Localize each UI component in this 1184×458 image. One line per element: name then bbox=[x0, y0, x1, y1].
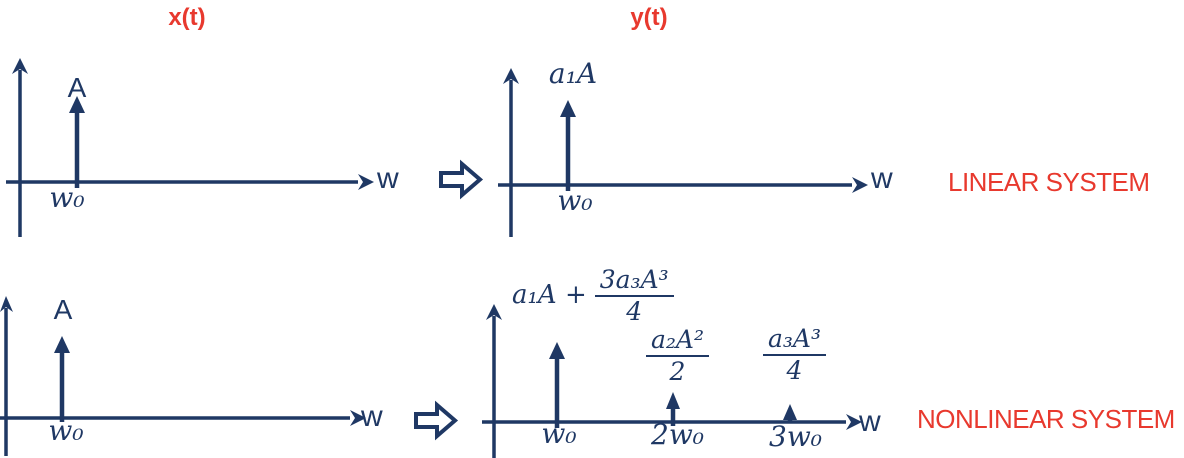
impulse-arrowhead-icon bbox=[560, 100, 576, 117]
plot-input-linear bbox=[6, 58, 374, 237]
y-axis-arrowhead-icon bbox=[12, 58, 28, 74]
transform-arrow-top bbox=[439, 159, 484, 200]
impulse-position-label: w₀ bbox=[541, 417, 577, 450]
y-axis-arrowhead-icon bbox=[503, 68, 519, 84]
input-signal-title: x(t) bbox=[168, 4, 206, 31]
frequency-axis-label: w bbox=[361, 400, 383, 433]
impulse-amplitude-label: A bbox=[53, 294, 73, 325]
impulse-position-label: w₀ bbox=[49, 181, 85, 214]
linear-system-label: LINEAR SYSTEM bbox=[948, 167, 1150, 197]
output-signal-title: y(t) bbox=[630, 4, 668, 31]
nonlinear-system-label: NONLINEAR SYSTEM bbox=[917, 404, 1175, 434]
fraction-numerator: a₃A³ bbox=[763, 326, 827, 356]
impulse-position-label: 3w₀ bbox=[769, 420, 823, 453]
impulse-arrowhead-icon bbox=[666, 392, 680, 409]
impulse-amplitude-expression: a₁A + 3a₃A³ 4 bbox=[512, 264, 674, 326]
x-axis-arrowhead-icon bbox=[350, 410, 366, 426]
x-axis-arrowhead-icon bbox=[852, 177, 868, 193]
fraction-numerator: a₂A² bbox=[646, 327, 710, 357]
impulse-position-label: 2w₀ bbox=[651, 418, 705, 451]
right-block-arrow-icon bbox=[414, 400, 459, 441]
fraction-denominator: 4 bbox=[626, 296, 643, 326]
fraction-denominator: 4 bbox=[786, 356, 803, 385]
x-axis-arrowhead-icon bbox=[358, 174, 374, 190]
transform-arrow-bottom bbox=[414, 400, 459, 441]
x-axis-arrowhead-icon bbox=[846, 414, 862, 430]
impulse-arrowhead-icon bbox=[783, 404, 797, 420]
fraction-denominator: 2 bbox=[669, 357, 686, 386]
right-block-arrow-icon bbox=[439, 159, 484, 200]
impulse-amplitude-fraction: a₃A³ 4 bbox=[763, 326, 827, 385]
impulse-position-label: w₀ bbox=[48, 414, 84, 447]
y-axis-arrowhead-icon bbox=[0, 296, 13, 312]
fraction-numerator: 3a₃A³ bbox=[594, 267, 674, 297]
frequency-axis-label: w bbox=[871, 162, 893, 195]
plot-output-nonlinear bbox=[482, 304, 862, 458]
impulse-arrowhead-icon bbox=[69, 96, 85, 113]
frequency-axis-label: w bbox=[377, 162, 399, 195]
impulse-arrowhead-icon bbox=[54, 336, 70, 353]
y-axis-arrowhead-icon bbox=[486, 304, 502, 320]
amplitude-fraction: 3a₃A³ 4 bbox=[594, 267, 674, 326]
plot-output-linear bbox=[498, 68, 868, 237]
impulse-position-label: w₀ bbox=[557, 184, 593, 217]
plot-input-nonlinear bbox=[0, 296, 366, 456]
impulse-amplitude-fraction: a₂A² 2 bbox=[646, 327, 710, 386]
impulse-amplitude-label: a₁A bbox=[548, 57, 598, 90]
impulse-arrowhead-icon bbox=[549, 342, 565, 359]
amplitude-prefix: a₁A + bbox=[512, 280, 587, 310]
frequency-axis-label: w bbox=[859, 405, 881, 438]
impulse-amplitude-label: A bbox=[67, 72, 87, 103]
